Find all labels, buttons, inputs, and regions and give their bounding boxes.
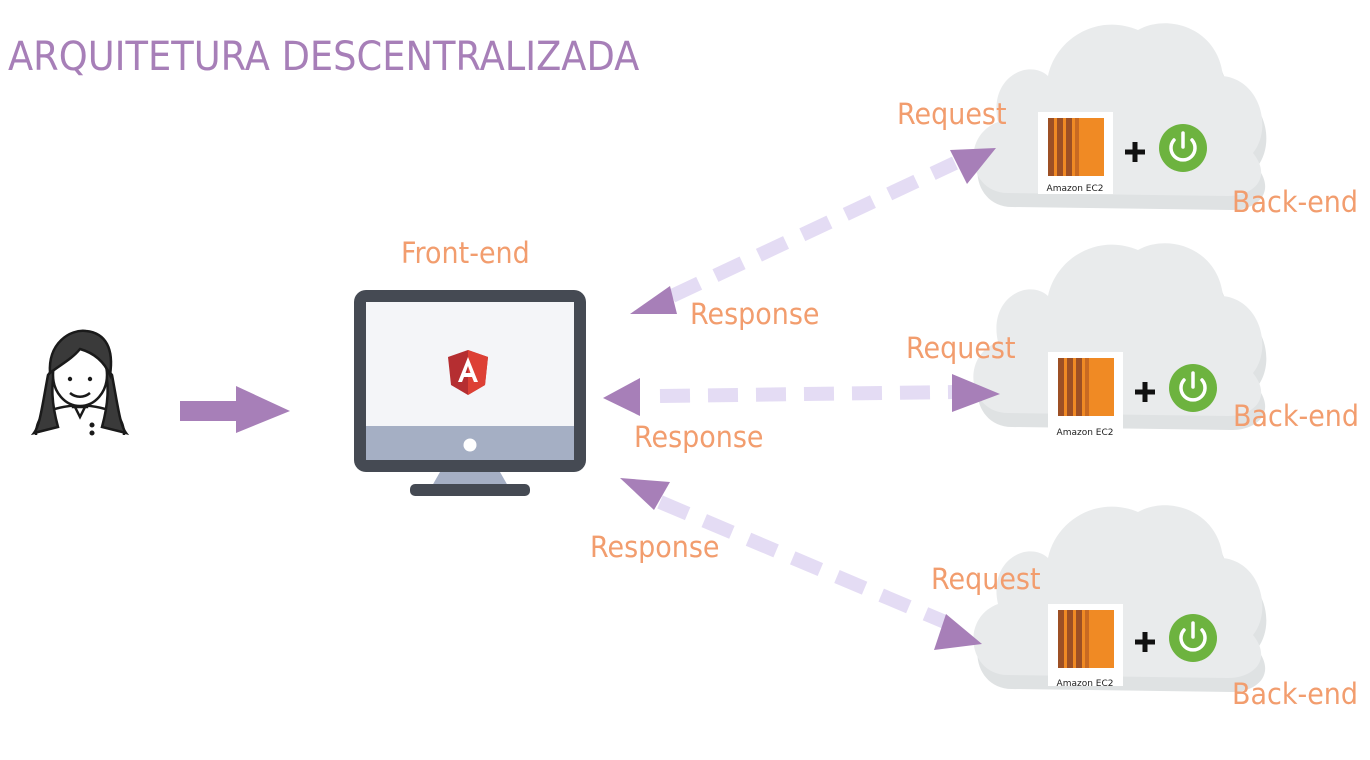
request-label: Request [931, 562, 1041, 596]
ec2-caption: Amazon EC2 [1057, 428, 1114, 438]
backend-label: Back-end [1232, 677, 1359, 711]
user-avatar-icon [30, 329, 130, 436]
request-label: Request [906, 331, 1016, 365]
request-label: Request [897, 97, 1007, 131]
backend-label: Back-end [1233, 399, 1360, 433]
spring-power-icon [1157, 122, 1209, 174]
amazon-ec2-icon: Amazon EC2 [1048, 352, 1123, 438]
response-label: Response [634, 420, 764, 454]
spring-power-icon [1167, 362, 1219, 414]
backend-label: Back-end [1232, 185, 1359, 219]
response-label: Response [690, 297, 820, 331]
arrow-icon [603, 148, 1000, 650]
cloud-icon [973, 23, 1263, 196]
spring-power-icon [1167, 612, 1219, 664]
angular-logo-icon [448, 350, 488, 395]
arrow-icon [180, 386, 290, 433]
frontend-label: Front-end [401, 236, 530, 270]
amazon-ec2-icon: Amazon EC2 [1048, 604, 1123, 689]
ec2-caption: Amazon EC2 [1047, 184, 1104, 194]
amazon-ec2-icon: Amazon EC2 [1038, 112, 1113, 194]
response-label: Response [590, 530, 720, 564]
ec2-caption: Amazon EC2 [1057, 679, 1114, 689]
connector-dashed [657, 156, 958, 629]
diagram-title: ARQUITETURA DESCENTRALIZADA [8, 34, 640, 80]
